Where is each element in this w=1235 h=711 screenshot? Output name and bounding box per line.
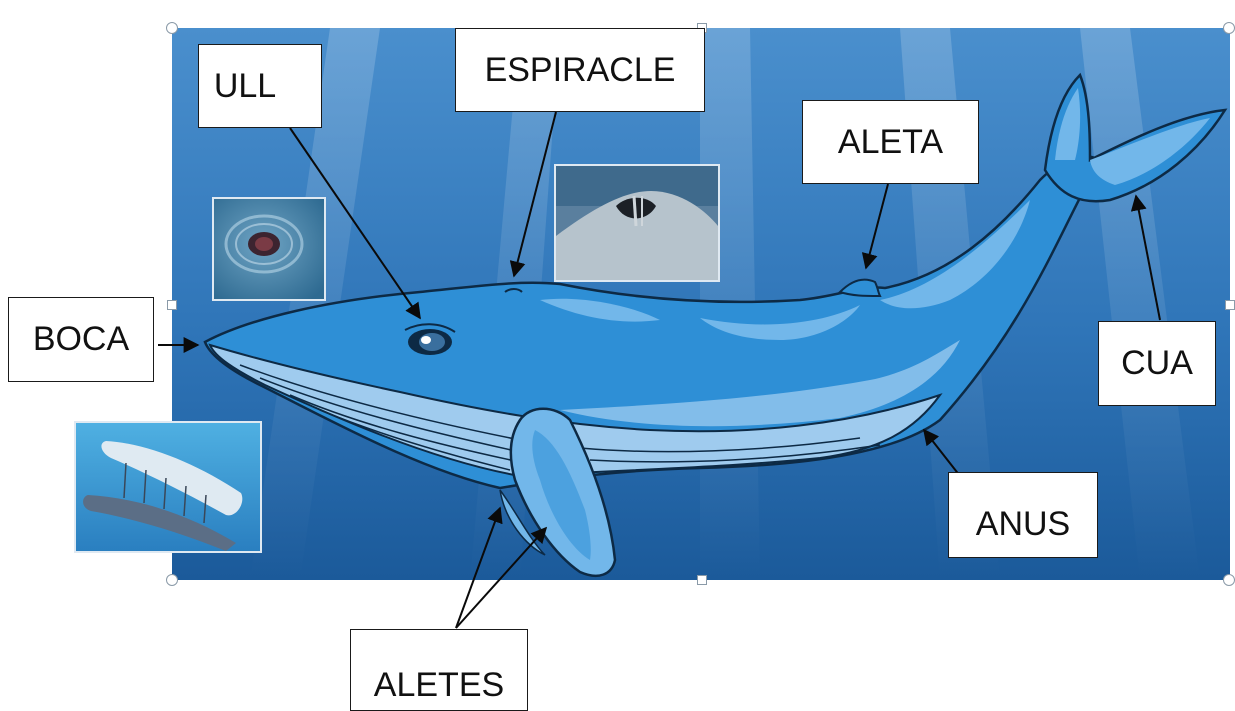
resize-handle-bottom-middle[interactable]: [697, 575, 707, 585]
resize-handle-middle-right[interactable]: [1225, 300, 1235, 310]
label-aletes: ALETES: [350, 629, 528, 711]
label-ull: ULL: [198, 44, 322, 128]
resize-handle-top-left[interactable]: [166, 22, 178, 34]
label-cua: CUA: [1098, 321, 1216, 406]
resize-handle-bottom-left[interactable]: [166, 574, 178, 586]
label-aleta: ALETA: [802, 100, 979, 184]
eye-closeup-photo: [212, 197, 326, 301]
resize-handle-middle-left[interactable]: [167, 300, 177, 310]
resize-handle-top-right[interactable]: [1223, 22, 1235, 34]
label-boca: BOCA: [8, 297, 154, 382]
label-espiracle: ESPIRACLE: [455, 28, 705, 112]
label-anus: ANUS: [948, 472, 1098, 558]
blowhole-photo: [554, 164, 720, 282]
resize-handle-bottom-right[interactable]: [1223, 574, 1235, 586]
mouth-baleen-photo: [74, 421, 262, 553]
